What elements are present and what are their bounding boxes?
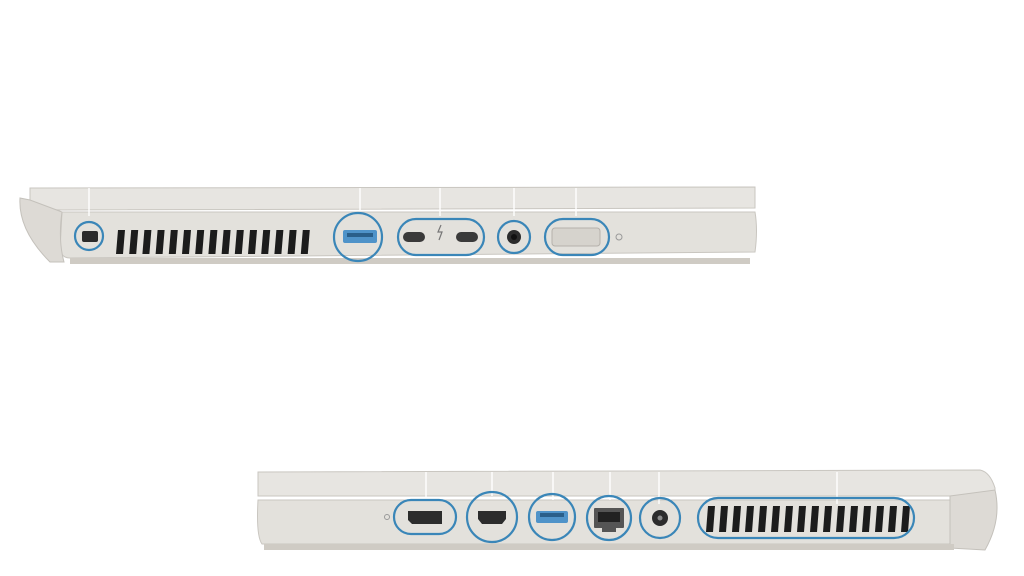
laptop-left-side-illustration xyxy=(19,186,757,264)
vent-slot xyxy=(732,506,741,532)
vent-grille-icon xyxy=(696,496,916,540)
right-hinge xyxy=(949,489,998,551)
vent-slot xyxy=(771,506,780,532)
laptop-left-side xyxy=(0,170,780,280)
usb-a-port-icon xyxy=(527,492,577,542)
vent-slot xyxy=(784,506,793,532)
right-foot-shadow xyxy=(264,544,954,550)
vent-slot xyxy=(823,506,832,532)
vent-slot xyxy=(234,230,244,254)
left-foot-shadow xyxy=(70,258,750,264)
vent-slot xyxy=(261,230,271,254)
vent-slot xyxy=(888,506,897,532)
hdmi-port-icon xyxy=(465,490,519,544)
ethernet-port-icon xyxy=(585,494,633,542)
vent-highlight-ring xyxy=(696,496,916,540)
vent-slot xyxy=(862,506,871,532)
vent-slot xyxy=(221,230,231,254)
vent-slot xyxy=(849,506,858,532)
laptop-right-side xyxy=(250,460,1010,560)
displayport-icon xyxy=(384,498,458,536)
power-jack-icon xyxy=(638,496,682,540)
vent-slot xyxy=(875,506,884,532)
vent-slot xyxy=(797,506,806,532)
usb-a-port-icon xyxy=(332,211,384,263)
left-lid xyxy=(29,186,756,211)
vent-slot xyxy=(745,506,754,532)
vent-slot xyxy=(168,230,178,254)
vent-slot xyxy=(287,230,297,254)
vent-slot xyxy=(142,230,152,254)
vent-slot xyxy=(155,230,165,254)
vent-slot xyxy=(274,230,284,254)
thunderbolt-usb-c-ports-icon xyxy=(396,217,486,257)
vent-slot xyxy=(129,230,139,254)
vent-slot xyxy=(901,506,910,532)
vent-slot xyxy=(116,230,125,254)
vent-slot xyxy=(182,230,191,254)
vent-slot xyxy=(248,230,257,254)
headphone-jack-icon xyxy=(496,219,532,255)
sd-card-slot-icon xyxy=(543,217,623,257)
vent-slot xyxy=(810,506,819,532)
left-callout-lines xyxy=(88,188,577,216)
vent-slot xyxy=(758,506,767,532)
vent-slot xyxy=(836,506,845,532)
vent-slot xyxy=(300,230,310,254)
vent-slot xyxy=(208,230,218,254)
vent-slot xyxy=(719,506,728,532)
right-lid xyxy=(257,469,996,497)
vent-slot xyxy=(195,230,205,254)
vent-slot xyxy=(706,506,715,532)
vent-grille-icon xyxy=(116,230,310,254)
left-hinge xyxy=(19,197,65,263)
laptop-right-side-illustration xyxy=(257,469,998,551)
lock-slot-icon xyxy=(73,220,105,252)
